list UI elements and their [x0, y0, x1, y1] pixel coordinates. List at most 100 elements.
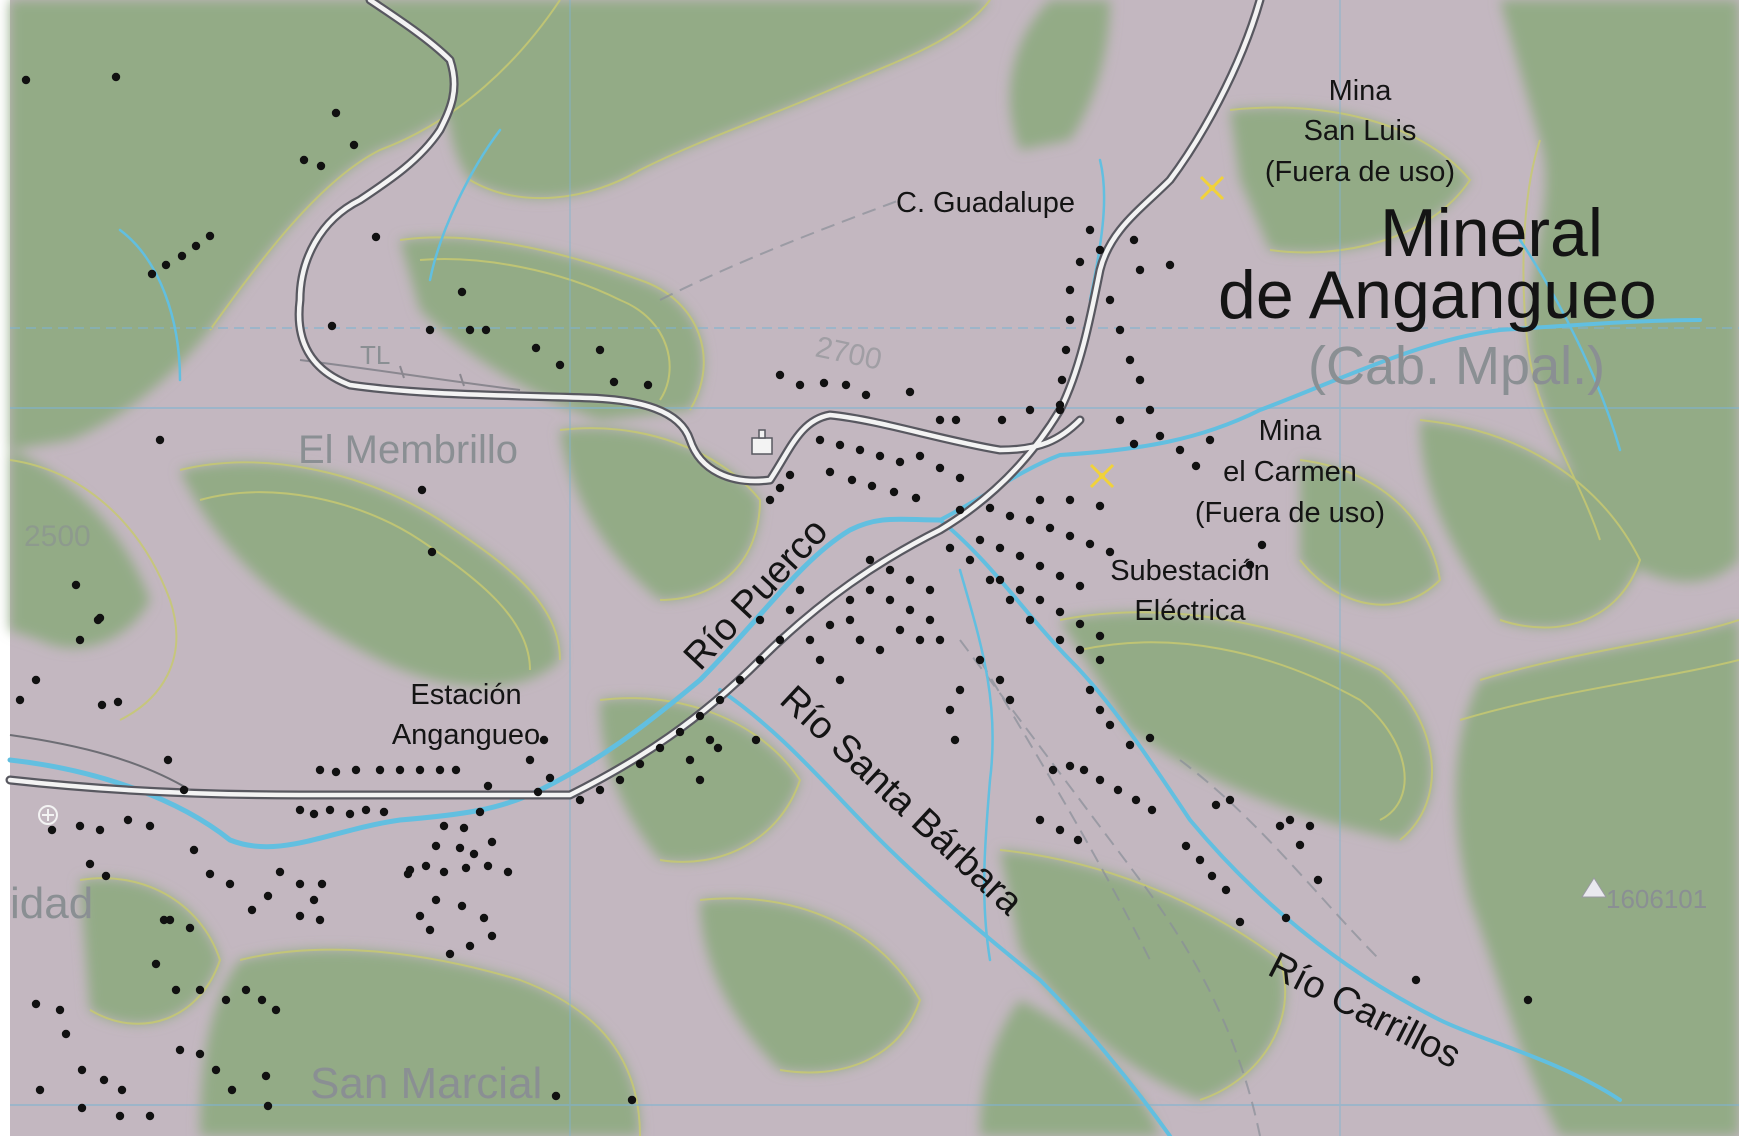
- mina-san-luis-line2: San Luis: [1304, 115, 1417, 147]
- rio-santa-barbara-line: [718, 688, 1172, 1138]
- building-dot: [575, 795, 585, 805]
- building-dot: [299, 155, 309, 165]
- building-dot: [1079, 765, 1089, 775]
- building-dot: [713, 743, 723, 753]
- building-dot: [861, 390, 871, 400]
- building-dot: [457, 287, 467, 297]
- building-dot: [1025, 615, 1035, 625]
- building-dot: [331, 108, 341, 118]
- building-dot: [635, 759, 645, 769]
- estacion-line2: Angangueo: [392, 719, 540, 751]
- building-dot: [115, 1111, 125, 1121]
- building-dot: [1048, 765, 1058, 775]
- building-dot: [1045, 523, 1055, 533]
- building-dot: [185, 923, 195, 933]
- building-dot: [951, 415, 961, 425]
- building-dot: [975, 535, 985, 545]
- building-dot: [487, 837, 497, 847]
- building-dot: [469, 849, 479, 859]
- building-dot: [211, 1065, 221, 1075]
- rio-carrillos-line: [938, 518, 1622, 1102]
- building-dot: [595, 785, 605, 795]
- building-dot: [1057, 375, 1067, 385]
- building-dot: [1095, 631, 1105, 641]
- building-dot: [1025, 405, 1035, 415]
- building-dot: [925, 615, 935, 625]
- building-dot: [439, 821, 449, 831]
- building-dot: [403, 869, 413, 879]
- building-dot: [425, 925, 435, 935]
- building-dot: [315, 765, 325, 775]
- building-dot: [415, 765, 425, 775]
- building-dot: [845, 595, 855, 605]
- building-dot: [1205, 435, 1215, 445]
- building-dot: [325, 805, 335, 815]
- building-dot: [1005, 595, 1015, 605]
- building-dot: [455, 843, 465, 853]
- building-dot: [751, 735, 761, 745]
- town-name-line1: Mineral: [1380, 195, 1603, 271]
- building-dot: [867, 481, 877, 491]
- building-dot: [99, 1075, 109, 1085]
- building-dot: [545, 773, 555, 783]
- rivers: [7, 128, 1702, 1138]
- building-dot: [935, 415, 945, 425]
- building-dot: [755, 655, 765, 665]
- building-dot: [1005, 695, 1015, 705]
- building-dot: [1105, 295, 1115, 305]
- vegetation-areas: [10, 0, 1739, 1136]
- building-dot: [205, 869, 215, 879]
- building-dot: [835, 440, 845, 450]
- building-dot: [345, 809, 355, 819]
- building-dot: [695, 775, 705, 785]
- building-dot: [955, 685, 965, 695]
- building-dot: [1095, 655, 1105, 665]
- building-dot: [241, 985, 251, 995]
- building-dot: [1075, 581, 1085, 591]
- building-dot: [435, 765, 445, 775]
- coordinate-grid: [10, 0, 1739, 1136]
- building-dot: [316, 161, 326, 171]
- building-dot: [475, 807, 485, 817]
- building-dot: [1035, 595, 1045, 605]
- building-dot: [1313, 875, 1323, 885]
- building-dot: [950, 735, 960, 745]
- building-dot: [295, 911, 305, 921]
- building-dot: [905, 387, 915, 397]
- building-dot: [1125, 355, 1135, 365]
- building-dot: [175, 1045, 185, 1055]
- building-dot: [847, 475, 857, 485]
- building-dot: [71, 580, 81, 590]
- building-dot: [1065, 761, 1075, 771]
- building-dot: [1235, 917, 1245, 927]
- building-dot: [1035, 561, 1045, 571]
- building-dot: [421, 861, 431, 871]
- building-dot: [1207, 871, 1217, 881]
- building-dot: [161, 260, 171, 270]
- building-dot: [21, 75, 31, 85]
- building-dot: [1135, 265, 1145, 275]
- building-dot: [195, 985, 205, 995]
- building-dot: [31, 675, 41, 685]
- building-dot: [1095, 705, 1105, 715]
- building-dot: [705, 735, 715, 745]
- building-dot: [61, 1029, 71, 1039]
- building-dot: [1113, 785, 1123, 795]
- building-dot: [775, 635, 785, 645]
- building-dot: [985, 503, 995, 513]
- building-dot: [533, 787, 543, 797]
- building-dot: [1115, 325, 1125, 335]
- building-dot: [1095, 501, 1105, 511]
- building-dot: [1035, 815, 1045, 825]
- building-dot: [1065, 285, 1075, 295]
- building-dot: [349, 140, 359, 150]
- el-membrillo-label: El Membrillo: [298, 428, 518, 472]
- building-dot: [35, 1085, 45, 1095]
- building-dot: [483, 781, 493, 791]
- building-dot: [615, 775, 625, 785]
- building-dot: [1061, 345, 1071, 355]
- building-dot: [431, 895, 441, 905]
- building-dot: [145, 1111, 155, 1121]
- building-dot: [271, 1005, 281, 1015]
- building-dot: [855, 445, 865, 455]
